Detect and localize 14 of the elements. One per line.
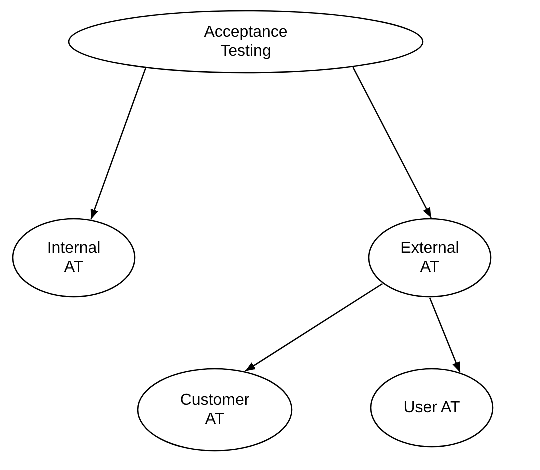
arrow <box>90 68 146 220</box>
arrow <box>352 67 432 218</box>
arrow <box>245 283 384 372</box>
node-label: Internal AT <box>46 239 102 277</box>
node-label: Acceptance Testing <box>203 23 289 61</box>
ellipse-node <box>137 368 293 452</box>
ellipse-node <box>68 10 424 74</box>
node-label: User AT <box>402 398 462 418</box>
ellipse-node <box>368 218 492 298</box>
ellipse-node <box>12 218 136 298</box>
ellipse-node <box>370 368 494 448</box>
node-label: Customer AT <box>179 391 251 429</box>
arrow <box>429 298 461 373</box>
node-label: External AT <box>400 239 460 277</box>
